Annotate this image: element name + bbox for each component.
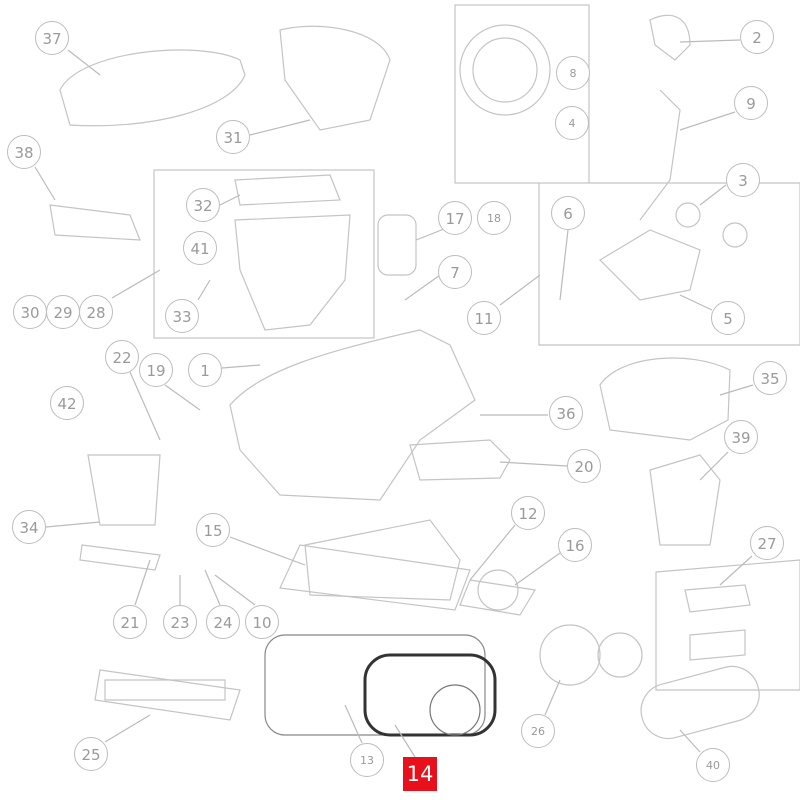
filter-body-part <box>234 214 351 331</box>
wheel-cap-part <box>675 202 701 228</box>
part-callout-27[interactable]: 27 <box>750 526 784 560</box>
drive-wheel-part <box>539 624 601 686</box>
part-callout-32[interactable]: 32 <box>186 188 220 222</box>
grille-part <box>649 454 721 546</box>
part-callout-13[interactable]: 13 <box>350 743 384 777</box>
brush-axle-part <box>79 544 161 571</box>
part-callout-21[interactable]: 21 <box>113 605 147 639</box>
part-callout-42[interactable]: 42 <box>50 386 84 420</box>
part-callout-15[interactable]: 15 <box>196 513 230 547</box>
part-callout-16[interactable]: 16 <box>558 528 592 562</box>
part-callout-31[interactable]: 31 <box>216 120 250 154</box>
filter-basket-part <box>279 25 391 131</box>
gear-part <box>477 569 519 611</box>
part-callout-38[interactable]: 38 <box>7 135 41 169</box>
part-callout-33[interactable]: 33 <box>165 299 199 333</box>
wheel-part <box>429 684 481 736</box>
part-callout-3[interactable]: 3 <box>726 163 760 197</box>
filter-group-frame <box>153 169 375 339</box>
part-callout-19[interactable]: 19 <box>139 353 173 387</box>
cable-coil-part <box>459 24 551 116</box>
part-callout-23[interactable]: 23 <box>163 605 197 639</box>
part-callout-5[interactable]: 5 <box>711 301 745 335</box>
filter-lid-part <box>234 174 341 206</box>
chassis-part <box>229 329 476 501</box>
part-callout-35[interactable]: 35 <box>753 361 787 395</box>
part-callout-22[interactable]: 22 <box>105 340 139 374</box>
part-callout-6[interactable]: 6 <box>551 196 585 230</box>
cover-piece-part <box>684 584 751 613</box>
brush-roller-part <box>104 679 226 701</box>
part-callout-28[interactable]: 28 <box>79 295 113 329</box>
part-callout-11[interactable]: 11 <box>467 301 501 335</box>
part-callout-34[interactable]: 34 <box>12 510 46 544</box>
part-callout-41[interactable]: 41 <box>183 231 217 265</box>
part-callout-37[interactable]: 37 <box>35 21 69 55</box>
top-cover-part <box>59 49 246 127</box>
part-callout-40[interactable]: 40 <box>696 748 730 782</box>
front-bumper-part <box>49 204 141 241</box>
gear-frame <box>459 579 536 616</box>
flap-part <box>87 454 161 526</box>
motor-block-part <box>304 519 461 601</box>
part-callout-12[interactable]: 12 <box>511 496 545 530</box>
power-supply-part <box>599 357 731 441</box>
highlighted-part-label[interactable]: 14 <box>403 757 437 791</box>
drive-body-part <box>264 634 486 736</box>
cable-group-frame <box>454 4 590 184</box>
part-callout-9[interactable]: 9 <box>734 86 768 120</box>
part-callout-18[interactable]: 18 <box>477 201 511 235</box>
part-callout-8[interactable]: 8 <box>556 56 590 90</box>
part-callout-26[interactable]: 26 <box>521 714 555 748</box>
handle-bar-part <box>639 89 681 221</box>
brush-frame <box>94 669 241 721</box>
part-callout-7[interactable]: 7 <box>438 255 472 289</box>
part-callout-24[interactable]: 24 <box>206 605 240 639</box>
handle-base-part <box>599 229 701 301</box>
track-part <box>363 653 497 737</box>
part-callout-36[interactable]: 36 <box>549 396 583 430</box>
part-callout-29[interactable]: 29 <box>46 295 80 329</box>
part-callout-1[interactable]: 1 <box>188 353 222 387</box>
part-callout-25[interactable]: 25 <box>74 737 108 771</box>
part-callout-10[interactable]: 10 <box>245 605 279 639</box>
part-callout-30[interactable]: 30 <box>13 295 47 329</box>
belt-part <box>640 665 760 740</box>
part-callout-2[interactable]: 2 <box>740 20 774 54</box>
leader-lines <box>34 39 754 758</box>
filter-cartridge-part <box>377 214 417 276</box>
part-callout-4[interactable]: 4 <box>555 106 589 140</box>
part-callout-39[interactable]: 39 <box>724 420 758 454</box>
side-plate-part <box>409 439 511 481</box>
part-callout-17[interactable]: 17 <box>438 201 472 235</box>
motor-frame <box>279 544 471 611</box>
part-callout-20[interactable]: 20 <box>567 449 601 483</box>
handle-clip-part <box>649 14 691 61</box>
cover-group-frame <box>655 559 800 691</box>
